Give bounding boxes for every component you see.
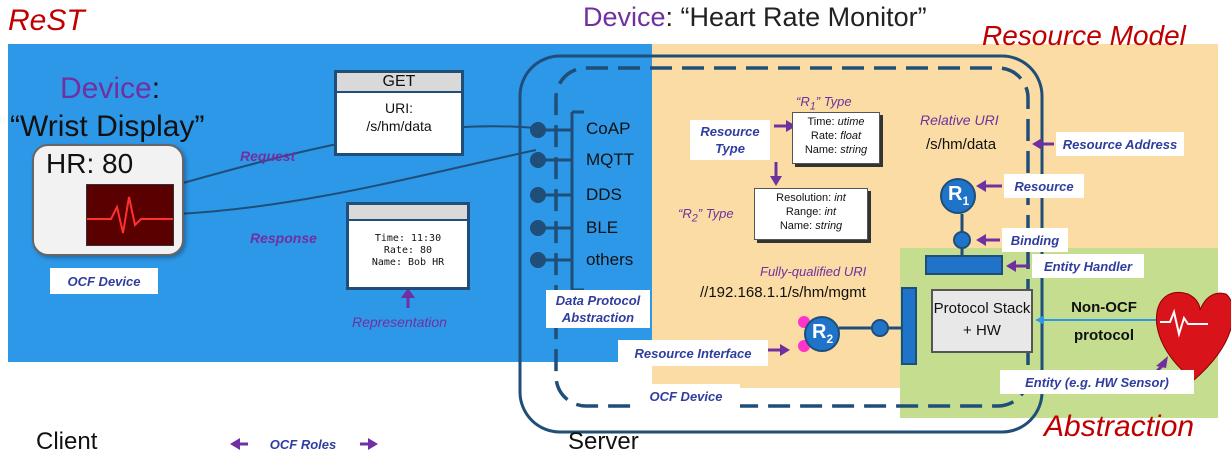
server-device-title: Device: “Heart Rate Monitor” (583, 2, 927, 32)
response-line: Rate: 80 (383, 245, 433, 256)
heart-rate-graph (86, 184, 174, 246)
fq-uri-value: //192.168.1.1/s/hm/mgmt (700, 284, 866, 301)
representation-label: Representation (352, 314, 447, 330)
relative-uri-value: /s/hm/data (926, 136, 997, 153)
protocol-dds: DDS (586, 185, 622, 204)
response-card: Time: 11:30 Rate: 80 Name: Bob HR (346, 202, 470, 290)
resource-type-label: Resource Type (690, 120, 770, 160)
resource-interface-label: Resource Interface (618, 340, 768, 366)
r1-resource-icon: R1 (948, 183, 970, 208)
non-ocf-protocol-label: Non-OCF protocol (1071, 299, 1137, 344)
data-protocol-abstraction-label: Data Protocol Abstraction (546, 290, 650, 328)
entity-handler-label: Entity Handler (1032, 254, 1144, 278)
entity-label: Entity (e.g. HW Sensor) (1000, 370, 1194, 394)
client-ocf-device-label: OCF Device (50, 268, 158, 294)
abstraction-title: Abstraction (1044, 410, 1195, 443)
server-role: Server (568, 428, 639, 455)
protocol-coap: CoAP (586, 119, 631, 138)
protocol-stack-label: Protocol Stack + HW (933, 300, 1031, 339)
r1-type-card: Time: utime Rate: float Name: string (792, 112, 880, 164)
ocf-roles-label: OCF Roles (256, 432, 350, 456)
client-role: Client (36, 428, 98, 455)
relative-uri-label: Relative URI (920, 112, 999, 128)
resource-address-label: Resource Address (1056, 132, 1184, 156)
response-header (349, 205, 467, 221)
server-ocf-device-label: OCF Device (632, 384, 740, 408)
resource-model-title: Resource Model (982, 20, 1186, 51)
response-line: Name: Bob HR (371, 257, 445, 268)
r2-resource-icon: R2 (812, 321, 834, 346)
ecg-icon (87, 196, 173, 234)
response-line: Time: 11:30 (374, 233, 442, 244)
fq-uri-label: Fully-qualified URI (760, 264, 867, 279)
get-request-card: GET URI: /s/hm/data (334, 70, 464, 156)
r2-type-caption: “R2” Type (678, 206, 734, 225)
protocol-ble: BLE (586, 218, 619, 237)
request-uri: /s/hm/data (366, 118, 432, 134)
response-label: Response (250, 230, 317, 246)
binding-label: Binding (1002, 228, 1068, 252)
r2-type-card: Resolution: int Range: int Name: string (754, 188, 868, 240)
client-device-title: Device:“Wrist Display” (10, 72, 205, 143)
protocol-others: others (586, 250, 634, 269)
request-uri-label: URI: (385, 100, 413, 116)
rest-title: ReST (8, 4, 85, 37)
resource-label: Resource (1004, 174, 1084, 198)
request-label: Request (240, 148, 296, 164)
request-method: GET (337, 73, 461, 93)
r1-type-caption: “R1” Type (796, 94, 852, 113)
hr-reading: HR: 80 (46, 148, 134, 179)
protocol-mqtt: MQTT (586, 150, 635, 169)
